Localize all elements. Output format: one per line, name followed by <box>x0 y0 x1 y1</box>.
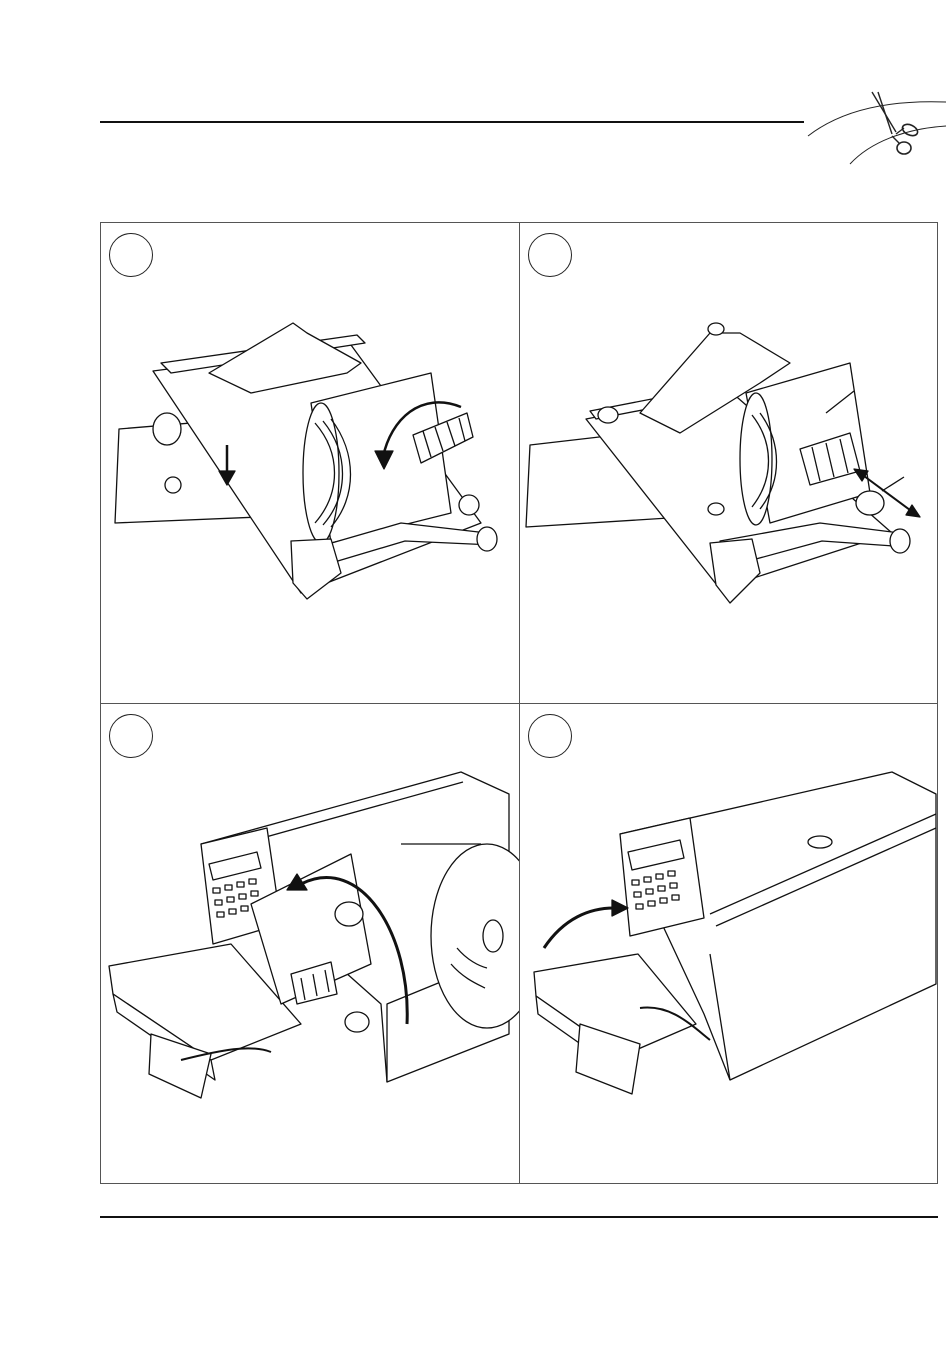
step-panel-2 <box>520 223 937 703</box>
instruction-grid <box>100 222 938 1184</box>
scissors-icon <box>804 88 950 168</box>
step-panel-3 <box>101 704 519 1183</box>
printhead-guide-illustration <box>520 223 937 703</box>
step-panel-4 <box>520 704 937 1183</box>
printer-close-illustration <box>520 704 937 1183</box>
printhead-mechanism-illustration <box>101 223 519 703</box>
footer-rule <box>100 1216 938 1218</box>
header-rule <box>100 121 804 123</box>
printer-open-illustration <box>101 704 519 1183</box>
step-panel-1 <box>101 223 519 703</box>
